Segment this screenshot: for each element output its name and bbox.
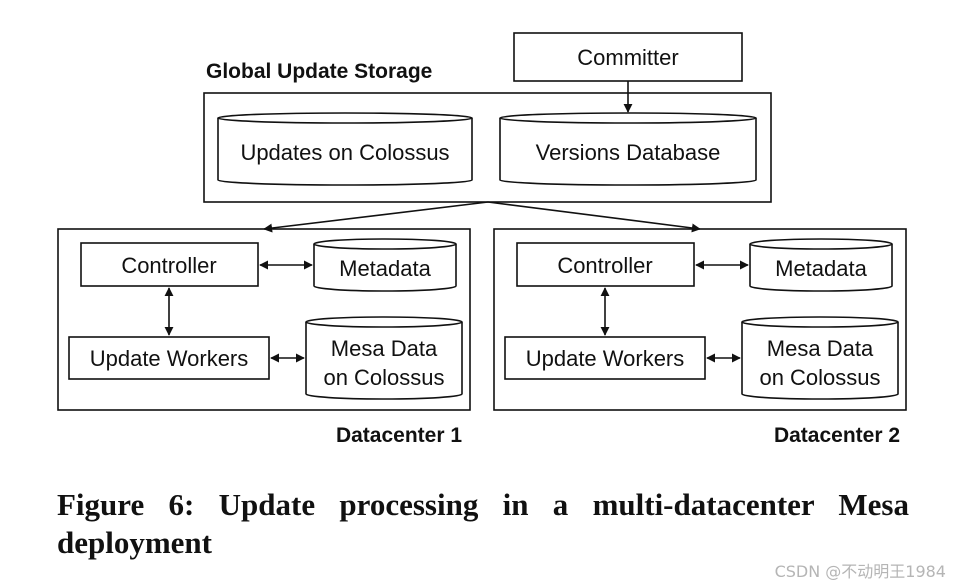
- updates-on-colossus-label: Updates on Colossus: [240, 140, 449, 165]
- storage-to-datacenter2-arrow: [487, 201, 701, 233]
- committer-label: Committer: [577, 45, 678, 70]
- mesa-data-label-line2: on Colossus: [323, 365, 444, 390]
- datacenter-1: Controller Metadata Update Workers Mesa …: [57, 228, 471, 447]
- mesa-data-cylinder: Mesa Data on Colossus: [305, 316, 463, 400]
- committer-box: Committer: [513, 32, 743, 82]
- storage-to-datacenter1-arrow: [263, 201, 489, 233]
- controller-label: Controller: [557, 253, 652, 278]
- global-storage-title: Global Update Storage: [206, 60, 432, 83]
- datacenter-2: Controller Metadata Update Workers Mesa …: [493, 228, 907, 447]
- update-workers-label: Update Workers: [90, 346, 249, 371]
- mesa-data-label-line1: Mesa Data: [767, 336, 874, 361]
- update-workers-box: [504, 336, 706, 380]
- datacenter-2-title: Datacenter 2: [774, 424, 900, 447]
- mesa-data-label-line2: on Colossus: [759, 365, 880, 390]
- metadata-label: Metadata: [339, 256, 431, 281]
- metadata-label: Metadata: [775, 256, 867, 281]
- datacenter-2-box: [493, 228, 907, 411]
- controller-box: [80, 242, 259, 287]
- datacenter-1-title: Datacenter 1: [336, 424, 462, 447]
- versions-database-cylinder: Versions Database: [499, 112, 757, 186]
- datacenter-1-box: [57, 228, 471, 411]
- versions-database-label: Versions Database: [536, 140, 721, 165]
- watermark: CSDN @不动明王1984: [774, 562, 946, 581]
- mesa-data-cylinder: Mesa Data on Colossus: [741, 316, 899, 400]
- metadata-cylinder: Metadata: [749, 238, 893, 292]
- update-workers-box: [68, 336, 270, 380]
- controller-box: [516, 242, 695, 287]
- updates-on-colossus-cylinder: Updates on Colossus: [217, 112, 473, 186]
- figure-caption: Figure 6: Update processing in a multi-d…: [57, 487, 909, 560]
- controller-label: Controller: [121, 253, 216, 278]
- mesa-data-label-line1: Mesa Data: [331, 336, 438, 361]
- update-workers-label: Update Workers: [526, 346, 685, 371]
- metadata-cylinder: Metadata: [313, 238, 457, 292]
